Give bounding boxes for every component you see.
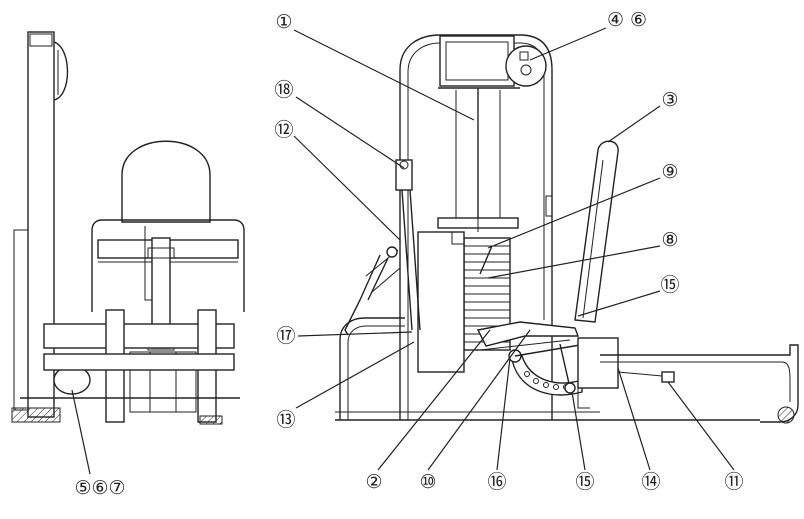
callout-leaders (71, 27, 735, 475)
callout-15-top: ⑮ (660, 274, 679, 296)
handle-grip (395, 159, 413, 191)
callout-10: ⑩ (419, 471, 436, 493)
callout-labels: ① ⑱ ⑫ ⑰ ⑬ ② ⑩ ⑯ ⑮ ⑭ ⑪ ④ ⑥ ③ ⑨ ⑧ ⑮ ⑤⑥⑦ (74, 9, 743, 499)
selector-pin (479, 245, 493, 275)
callout-16: ⑯ (487, 471, 506, 493)
front-view-arch (399, 34, 553, 420)
callout-11: ⑪ (724, 471, 743, 493)
front-view (335, 34, 799, 424)
side-view-column (27, 31, 55, 418)
top-housing (439, 35, 515, 87)
callout-5-6-7: ⑤⑥⑦ (74, 477, 125, 499)
callout-18: ⑱ (274, 79, 293, 101)
top-pulley (505, 45, 547, 87)
lower-frame (339, 317, 405, 420)
callout-3: ③ (661, 89, 678, 111)
callout-2: ② (365, 471, 382, 493)
side-view-pulley (53, 41, 69, 101)
callout-17: ⑰ (276, 325, 295, 347)
seat (476, 321, 580, 347)
back-pad (574, 140, 619, 323)
callout-4-6: ④ ⑥ (607, 9, 647, 31)
side-view-foot-left (11, 407, 61, 423)
side-view-backrest (121, 140, 211, 223)
callout-1: ① (275, 11, 292, 33)
callout-15-bottom: ⑮ (575, 471, 594, 493)
callout-12: ⑫ (274, 119, 293, 141)
callout-8: ⑧ (661, 229, 678, 251)
side-view (11, 31, 245, 425)
rail-end-foot (777, 406, 795, 424)
slide-rail (600, 344, 799, 423)
callout-9: ⑨ (661, 161, 678, 183)
callout-13: ⑬ (276, 409, 295, 431)
weight-shroud (417, 231, 465, 373)
callout-14: ⑭ (641, 471, 660, 493)
